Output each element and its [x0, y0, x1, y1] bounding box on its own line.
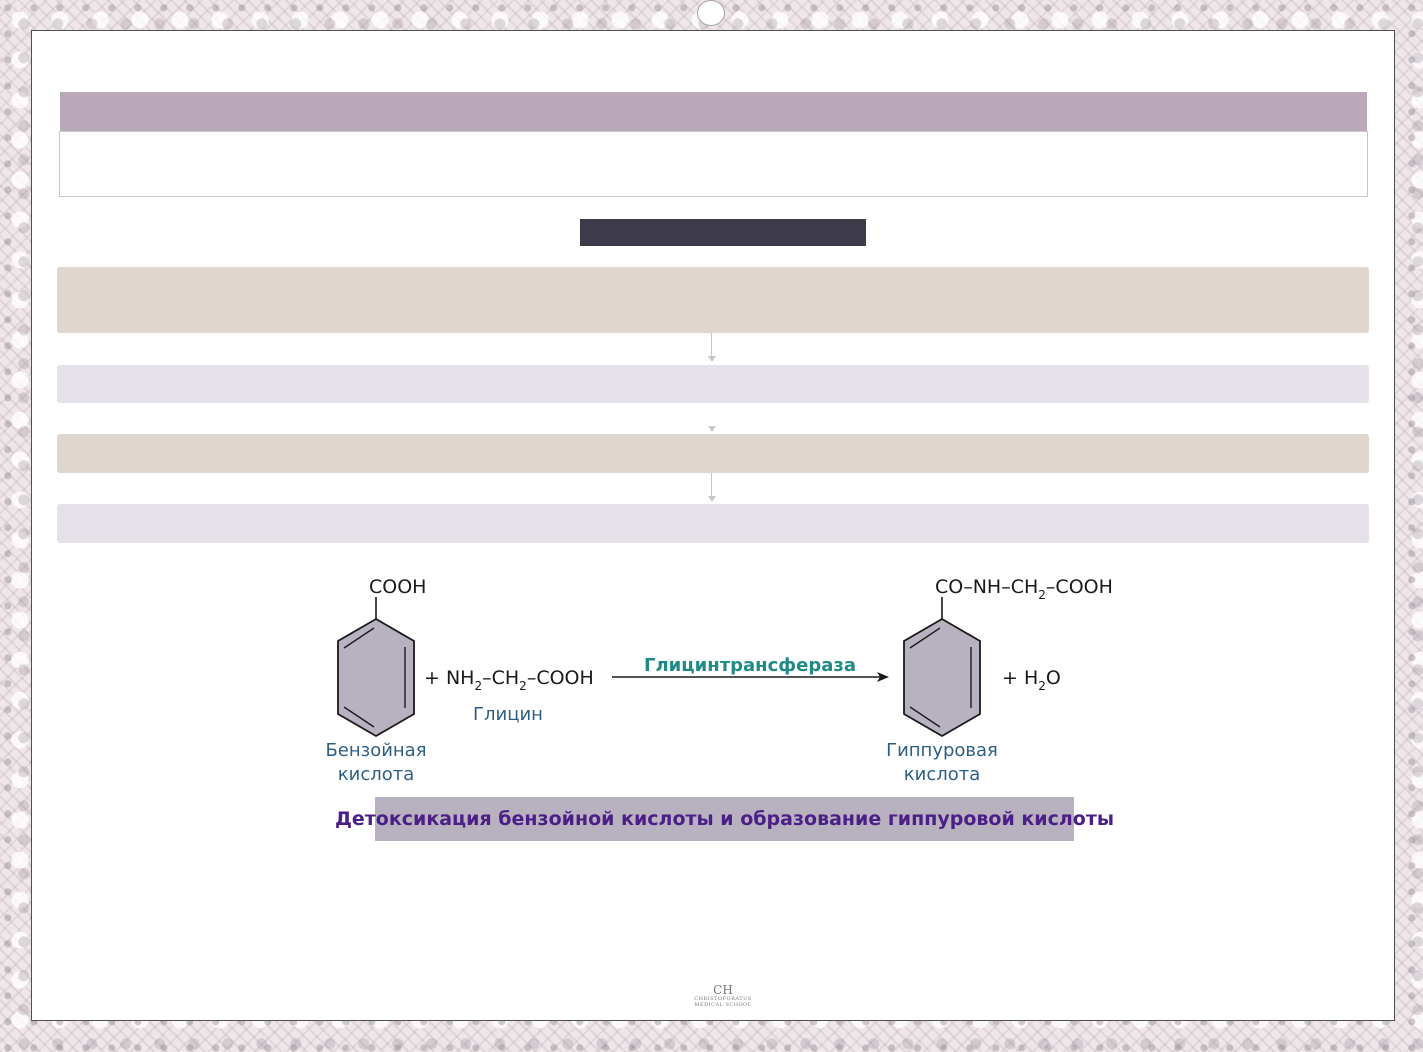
logo-monogram: CH	[713, 983, 733, 997]
water-byproduct: + H2O	[1002, 667, 1061, 693]
content-block-2	[57, 365, 1369, 403]
benzoic-cooh-group: COOH	[369, 576, 426, 598]
glycine-formula-text: + NH2–CH2–COOH	[424, 667, 594, 693]
content-block-4	[57, 504, 1369, 543]
reaction-scheme: COOH Бензойная кислота + NH2–CH2–COOH Гл…	[325, 576, 1113, 785]
reaction-arrow: Глицинтрансфераза	[612, 655, 889, 682]
logo-line-2: MEDICAL SCHOOL	[694, 1002, 752, 1008]
benzene-ring-icon	[903, 617, 981, 738]
benzene-ring-icon	[337, 617, 415, 738]
school-logo: CH CHRISTOFORATUS MEDICAL SCHOOL	[690, 984, 756, 1008]
benzoic-acid-name-line2: кислота	[338, 764, 415, 785]
connector-arrow-3	[708, 496, 716, 502]
content-block-1	[57, 267, 1369, 333]
benzoic-acid-structure: COOH Бензойная кислота	[325, 576, 426, 785]
figure-caption-box: Детоксикация бензойной кислоты и образов…	[335, 797, 1114, 841]
hippuric-acid-name-line1: Гиппуровая	[886, 740, 998, 761]
benzoic-acid-name-line1: Бензойная	[325, 740, 426, 761]
glycine-name: Глицин	[473, 704, 543, 725]
hippuric-acid-name-line2: кислота	[904, 764, 981, 785]
enzyme-name: Глицинтрансфераза	[644, 655, 856, 676]
glycine-formula: + NH2–CH2–COOH Глицин	[424, 667, 594, 725]
figure-caption: Детоксикация бензойной кислоты и образов…	[334, 808, 1115, 830]
hippuric-acid-structure: CO–NH–CH2–COOH Гиппуровая кислота	[886, 576, 1113, 785]
header-bar	[60, 92, 1367, 131]
connector-arrow-2	[708, 426, 716, 432]
frame-top-ornament	[697, 0, 725, 26]
connector-arrow-1	[708, 356, 716, 362]
logo-line-1: CHRISTOFORATUS	[694, 996, 752, 1002]
connector-line-3	[711, 473, 712, 497]
header-text-box	[59, 131, 1368, 197]
arrow-head-icon	[877, 672, 889, 682]
section-label	[580, 219, 866, 246]
content-block-3	[57, 434, 1369, 473]
connector-line-1	[711, 333, 712, 357]
hippuric-side-chain: CO–NH–CH2–COOH	[935, 576, 1113, 602]
